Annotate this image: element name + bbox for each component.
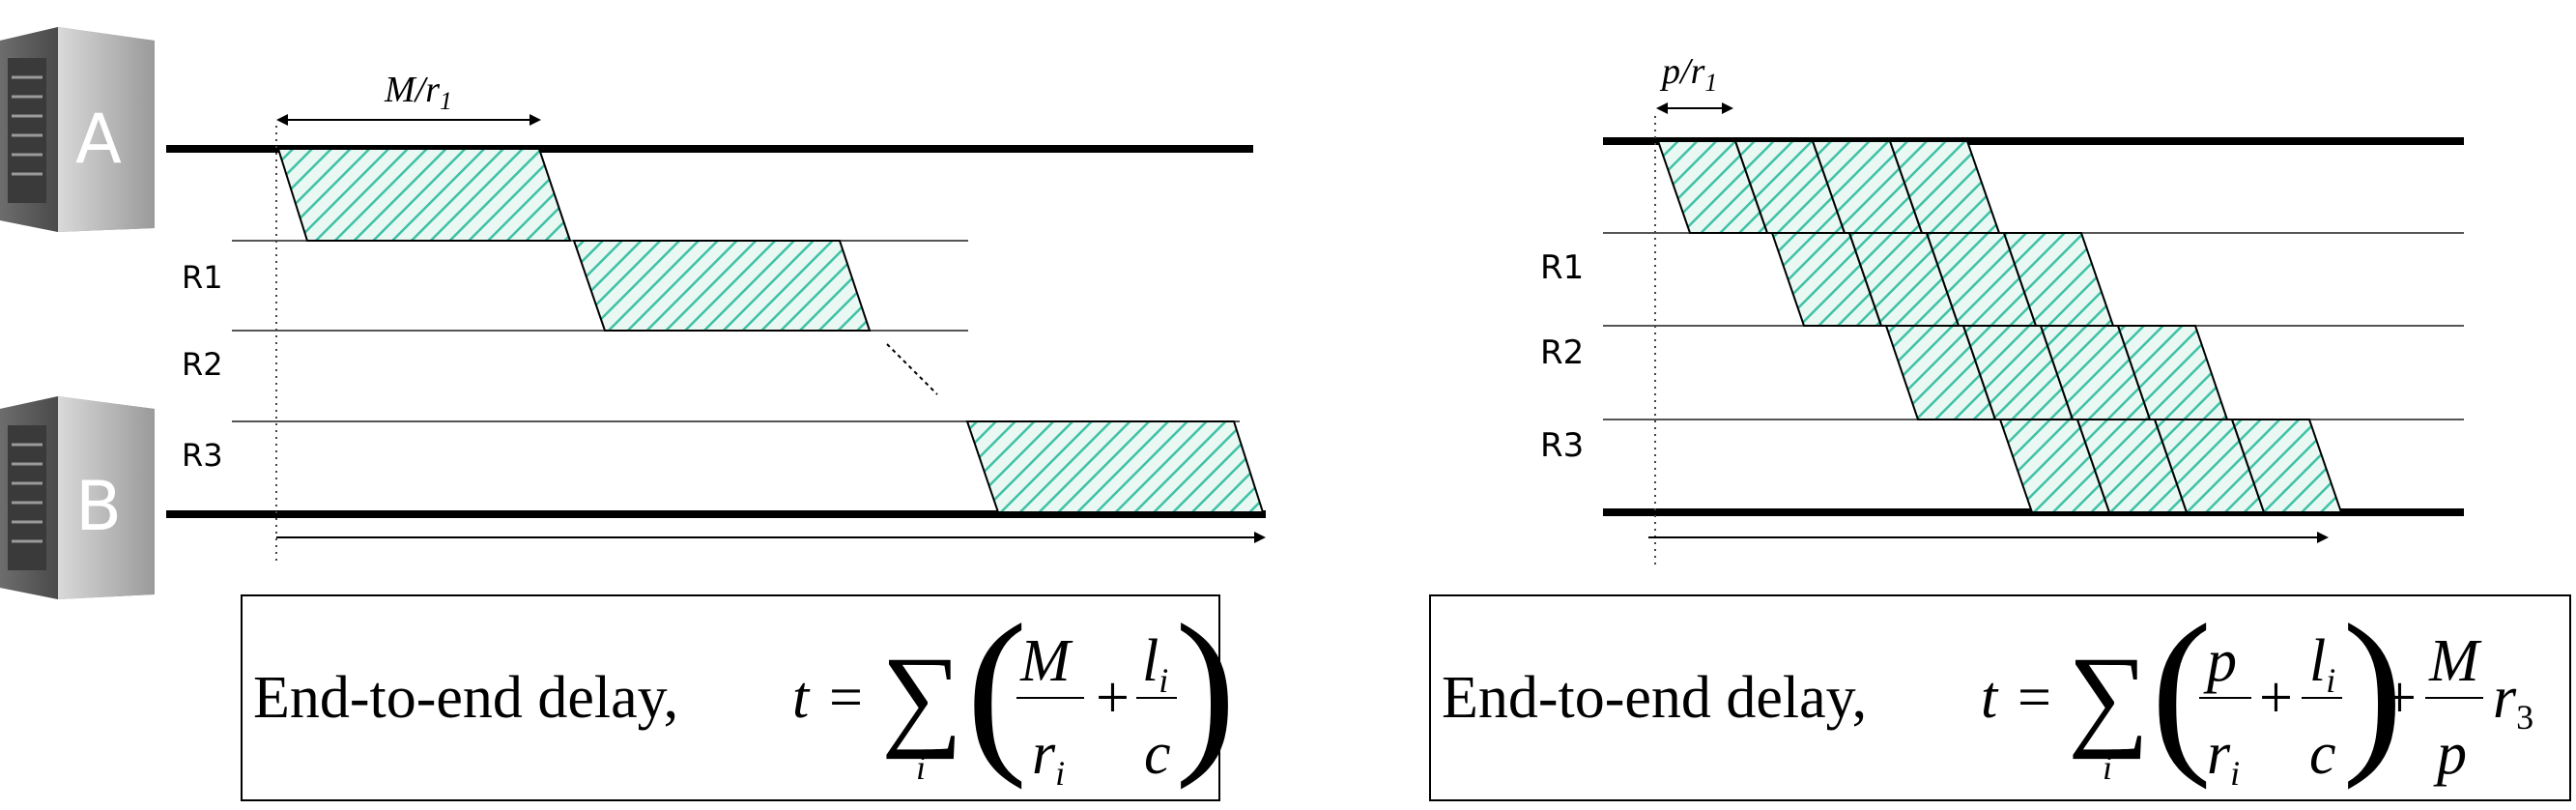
left-formula-eq: = xyxy=(829,665,863,731)
left-message-hop-4 xyxy=(965,420,1265,513)
left-message-hop-1 xyxy=(276,148,572,242)
left-router-label-r1: R1 xyxy=(182,259,223,296)
right-router-label-r2: R2 xyxy=(1540,333,1584,372)
left-formula-frac1-den: ri xyxy=(1032,721,1065,793)
right-formula-plus: + xyxy=(2259,665,2293,731)
left-transmission-time-label: M/r1 xyxy=(384,70,452,115)
right-packet-hop4-pkt4 xyxy=(2230,419,2343,513)
left-formula-frac2-num: li xyxy=(1142,628,1168,700)
right-transmission-time-label: p/r1 xyxy=(1659,51,1717,97)
right-formula-lead: End-to-end delay, xyxy=(1442,665,1867,731)
right-formula-frac1-num: p xyxy=(2203,628,2237,694)
right-packets xyxy=(1656,140,2343,513)
server-b-label: B xyxy=(75,467,122,546)
right-formula-t: t xyxy=(1981,665,1999,731)
left-formula-t: t xyxy=(792,665,811,731)
left-formula-lead: End-to-end delay, xyxy=(253,665,678,731)
left-continuation-dash xyxy=(886,343,938,395)
left-formula-sum-index: i xyxy=(916,748,926,787)
right-formula-sum: ∑ xyxy=(2068,633,2149,760)
left-diagram: A B M/r1 R1 R2 R3 xyxy=(0,27,1266,801)
right-formula-rparen: ) xyxy=(2342,588,2403,791)
server-a-icon: A xyxy=(0,27,155,232)
left-formula-sum: ∑ xyxy=(881,633,962,760)
right-formula-eq: = xyxy=(2018,665,2051,731)
left-formula-lparen: ( xyxy=(966,588,1027,791)
right-formula-frac3-den: p xyxy=(2433,721,2467,787)
left-formula-plus: + xyxy=(1096,665,1130,731)
right-formula-box xyxy=(1429,594,2571,801)
right-router-label-r3: R3 xyxy=(1540,426,1584,465)
left-formula-frac2-den: c xyxy=(1144,721,1171,787)
right-router-label-r1: R1 xyxy=(1540,248,1584,287)
right-formula-lparen: ( xyxy=(2151,588,2212,791)
left-formula-rparen: ) xyxy=(1175,588,1236,791)
right-formula-frac2-num: li xyxy=(2309,628,2335,700)
right-formula-frac2-den: c xyxy=(2309,721,2336,787)
right-formula-trail: r3 xyxy=(2493,665,2533,737)
left-router-label-r3: R3 xyxy=(182,437,223,474)
server-a-label: A xyxy=(75,100,122,179)
right-formula-plus2: + xyxy=(2383,665,2417,731)
server-b-icon: B xyxy=(0,396,155,599)
right-diagram: p/r1 R1 R2 R3 End-to-end delay, t = ∑ i … xyxy=(1429,51,2571,801)
left-formula-frac1-num: M xyxy=(1019,628,1073,694)
left-formula: End-to-end delay, t = ∑ i ( M ri + li c … xyxy=(253,588,1236,793)
right-formula-frac3-num: M xyxy=(2428,628,2482,694)
left-router-label-r2: R2 xyxy=(182,346,223,383)
right-formula: End-to-end delay, t = ∑ i ( p ri + li c … xyxy=(1442,588,2533,793)
left-message-hop-2 xyxy=(572,240,872,332)
right-formula-sum-index: i xyxy=(2103,748,2112,787)
right-formula-frac1-den: ri xyxy=(2207,721,2240,793)
